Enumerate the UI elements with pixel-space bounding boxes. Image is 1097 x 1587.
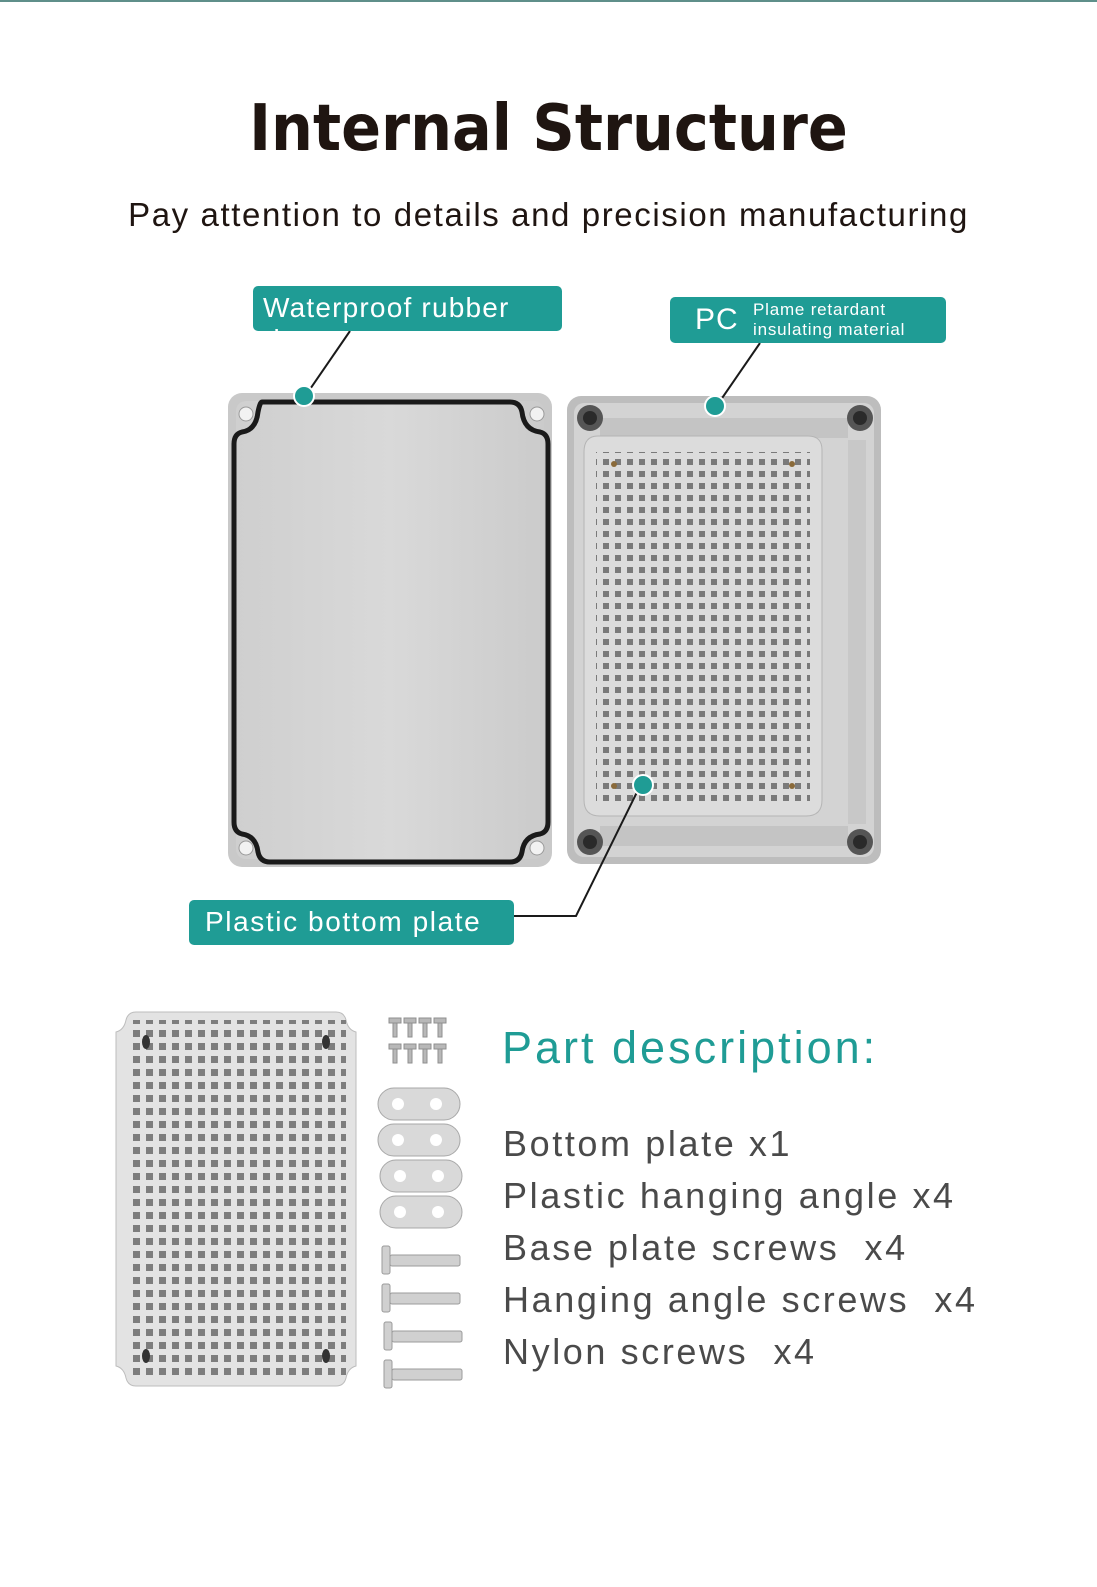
- part-item: Hanging angle screws x4: [503, 1279, 978, 1320]
- page-subtitle: Pay attention to details and precision m…: [128, 196, 969, 233]
- part-item: Base plate screws x4: [503, 1227, 908, 1268]
- top-divider: [0, 0, 1097, 2]
- part-item: Nylon screws x4: [503, 1331, 817, 1372]
- part-item: Plastic hanging angle x4: [503, 1175, 956, 1216]
- bottom-plate-image: [115, 1011, 357, 1387]
- enclosure-base: [567, 396, 881, 864]
- callout-rubber-ring: Waterproof rubber ring: [253, 286, 562, 355]
- part-list: Bottom plate x1 Plastic hanging angle x4…: [503, 1118, 978, 1378]
- pc-desc-line2: insulating material: [753, 320, 906, 339]
- callout-bottom-plate: Plastic bottom plate: [189, 900, 514, 945]
- part-item: Bottom plate x1: [503, 1123, 793, 1164]
- page-title: Internal Structure: [249, 92, 848, 166]
- small-screws-icon: [388, 1017, 447, 1064]
- pc-desc-line1: Plame retardant: [753, 300, 886, 319]
- pc-label: PC: [695, 303, 739, 336]
- nylon-screws-icon: [381, 1245, 463, 1389]
- pc-description: Plame retardant insulating material: [753, 300, 905, 340]
- hanging-angle-icon: [377, 1087, 463, 1229]
- part-description-title: Part description:: [502, 1022, 879, 1073]
- enclosure-lid: [228, 393, 552, 867]
- rubber-gasket: [231, 399, 551, 865]
- callout-pc-material: PC Plame retardant insulating material: [670, 297, 946, 343]
- callout-leaders: [293, 330, 761, 917]
